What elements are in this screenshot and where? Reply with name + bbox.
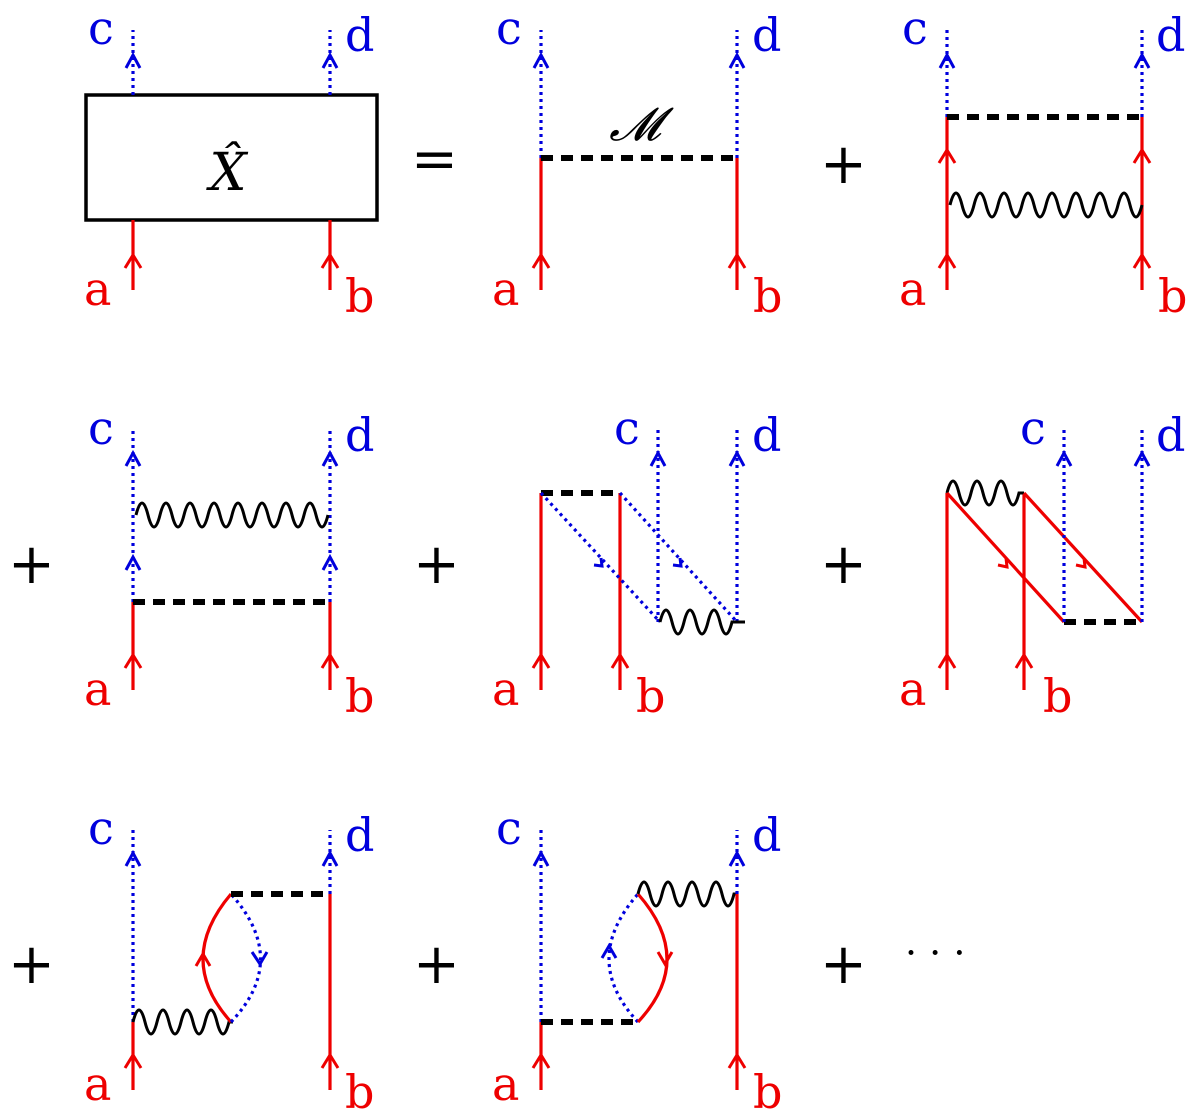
- label-a: a: [899, 662, 926, 716]
- label-c: c: [902, 1, 928, 55]
- wavy-interaction: [636, 880, 737, 908]
- plus-sign: +: [8, 532, 55, 597]
- label-d: d: [752, 408, 781, 462]
- operator-symbol: X̂: [205, 142, 248, 203]
- label-d: d: [345, 8, 374, 62]
- label-c: c: [614, 401, 640, 455]
- wavy-interaction: [658, 608, 745, 636]
- label-c: c: [496, 1, 522, 55]
- operator-box: [84, 93, 379, 222]
- label-d: d: [1156, 8, 1185, 62]
- label-d: d: [1156, 408, 1185, 462]
- equals-sign: =: [411, 127, 458, 192]
- wavy-interaction: [948, 191, 1144, 219]
- label-a: a: [84, 1057, 111, 1111]
- label-c: c: [496, 801, 522, 855]
- diagram-bubble-left: a b c d: [84, 801, 374, 1119]
- label-b: b: [345, 669, 374, 723]
- label-b: b: [345, 269, 374, 323]
- label-a: a: [492, 1057, 519, 1111]
- label-b: b: [636, 669, 665, 723]
- wavy-interaction: [131, 1008, 233, 1036]
- diagram-first-order: 𝓜 a b c d: [492, 1, 782, 323]
- operator-box-diagram: X̂ a b c d: [84, 1, 379, 323]
- label-b: b: [345, 1065, 374, 1119]
- wavy-interaction: [134, 501, 330, 529]
- label-b: b: [1158, 269, 1187, 323]
- label-b: b: [753, 1065, 782, 1119]
- label-c: c: [88, 401, 114, 455]
- label-d: d: [345, 808, 374, 862]
- plus-sign: +: [413, 532, 460, 597]
- label-c: c: [1020, 401, 1046, 455]
- wavy-interaction: [945, 479, 1024, 507]
- diagram-crossed-holes: a b c d: [492, 401, 781, 723]
- label-c: c: [88, 801, 114, 855]
- label-d: d: [752, 808, 781, 862]
- label-b: b: [1043, 669, 1072, 723]
- label-c: c: [88, 1, 114, 55]
- label-a: a: [492, 662, 519, 716]
- label-a: a: [899, 262, 926, 316]
- label-a: a: [84, 262, 111, 316]
- interaction-symbol: 𝓜: [609, 97, 674, 151]
- plus-sign: +: [820, 532, 867, 597]
- diagram-particle-ladder: a b c d: [899, 1, 1187, 323]
- diagram-hole-ladder: a b c d: [84, 401, 374, 723]
- plus-sign: +: [413, 932, 460, 997]
- plus-sign: +: [820, 132, 867, 197]
- diagram-bubble-right: a b c d: [492, 801, 782, 1119]
- label-b: b: [753, 269, 782, 323]
- diagram-crossed-particles: a b c d: [899, 401, 1185, 723]
- ellipsis: · · ·: [905, 931, 965, 975]
- label-d: d: [752, 8, 781, 62]
- label-a: a: [492, 262, 519, 316]
- plus-sign: +: [8, 932, 55, 997]
- plus-sign: +: [820, 932, 867, 997]
- label-a: a: [84, 662, 111, 716]
- label-d: d: [345, 408, 374, 462]
